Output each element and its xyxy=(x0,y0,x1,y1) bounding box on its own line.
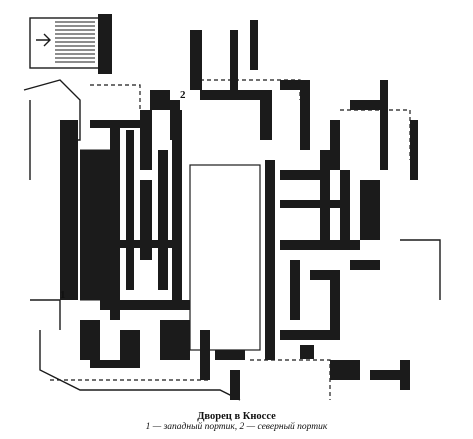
caption-legend: 1 — западный портик, 2 — северный портик xyxy=(145,422,328,432)
palace-floor-plan: 2 1 xyxy=(23,14,441,401)
northwest-annex xyxy=(29,14,112,74)
marker-2: 2 xyxy=(180,89,186,101)
east-wing xyxy=(265,120,418,390)
west-wing xyxy=(60,110,190,360)
central-court xyxy=(189,164,261,351)
south-west-section xyxy=(90,330,245,400)
marker-1: 1 xyxy=(60,289,66,301)
north-wing xyxy=(150,20,388,170)
caption-title: Дворец в Кноссе xyxy=(197,411,276,422)
arrow-icon xyxy=(36,33,51,47)
figure-caption: Дворец в Кноссе 1 — западный портик, 2 —… xyxy=(0,411,473,433)
